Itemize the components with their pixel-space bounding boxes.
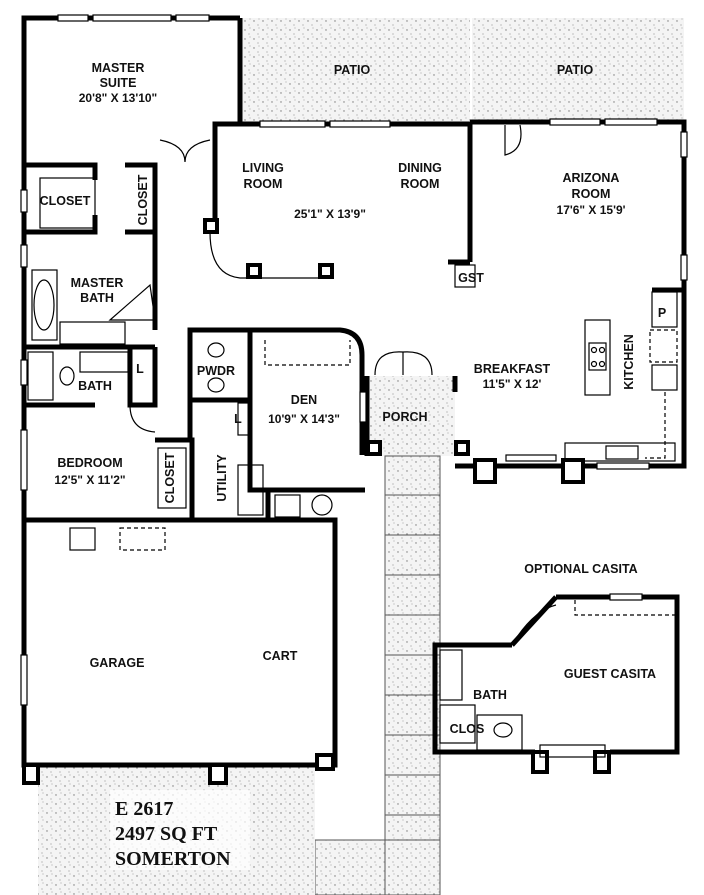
garage-label: GARAGE [90, 656, 145, 670]
master-suite-label-2: SUITE [100, 76, 137, 90]
porch-label: PORCH [382, 410, 427, 424]
arizona-room-label-2: ROOM [572, 187, 611, 201]
master-closet-label: CLOSET [40, 194, 91, 208]
plan-name: SOMERTON [115, 848, 231, 870]
master-suite-label-1: MASTER [92, 61, 145, 75]
patio-right-area [472, 18, 684, 122]
living-room-label-2: ROOM [244, 177, 283, 191]
bath-label: BATH [78, 379, 112, 393]
living-room-label-1: LIVING [242, 161, 284, 175]
model-number: E 2617 [115, 798, 173, 820]
den-label: DEN [291, 393, 317, 407]
walkway [384, 455, 441, 895]
dining-room-label-2: ROOM [401, 177, 440, 191]
bedroom-label: BEDROOM [57, 456, 122, 470]
den-size: 10'9" X 14'3" [268, 412, 340, 426]
bedroom-closet-label: CLOSET [163, 452, 177, 503]
breakfast-label: BREAKFAST [474, 362, 551, 376]
dining-room-label-1: DINING [398, 161, 442, 175]
walkway-pavers [385, 494, 440, 841]
arizona-room-size: 17'6" X 15'9' [557, 203, 626, 217]
cart-label: CART [263, 649, 298, 663]
casita-bath-label: BATH [473, 688, 507, 702]
powder-label: PWDR [197, 364, 235, 378]
linen-1-label: L [136, 362, 144, 376]
living-dining-size: 25'1" X 13'9" [294, 207, 366, 221]
guest-casita-label: GUEST CASITA [564, 667, 656, 681]
master-bath-label-1: MASTER [71, 276, 124, 290]
patio-left-area [240, 18, 470, 122]
arizona-room-label-1: ARIZONA [563, 171, 620, 185]
patio-right-label: PATIO [557, 63, 594, 77]
master-suite-size: 20'8" X 13'10" [79, 91, 157, 105]
casita-closet-label: CLOS [450, 722, 485, 736]
gst-label: GST [458, 271, 484, 285]
square-footage: 2497 SQ FT [115, 823, 218, 845]
master-closet-small-label: CLOSET [136, 174, 150, 225]
pantry-label: P [658, 306, 666, 320]
breakfast-size: 11'5" X 12' [483, 377, 542, 391]
info-backdrop [110, 790, 250, 870]
utility-label: UTILITY [215, 454, 229, 502]
master-bath-label-2: BATH [80, 291, 114, 305]
fixtures [27, 124, 678, 758]
bedroom-size: 12'5" X 11'2" [54, 473, 125, 487]
kitchen-label: KITCHEN [622, 334, 636, 390]
walkway-bottom [314, 839, 386, 895]
linen-2-label: L [234, 412, 242, 426]
posts [22, 218, 611, 785]
optional-casita-label: OPTIONAL CASITA [524, 562, 637, 576]
patio-left-label: PATIO [334, 63, 371, 77]
windows [20, 14, 688, 706]
